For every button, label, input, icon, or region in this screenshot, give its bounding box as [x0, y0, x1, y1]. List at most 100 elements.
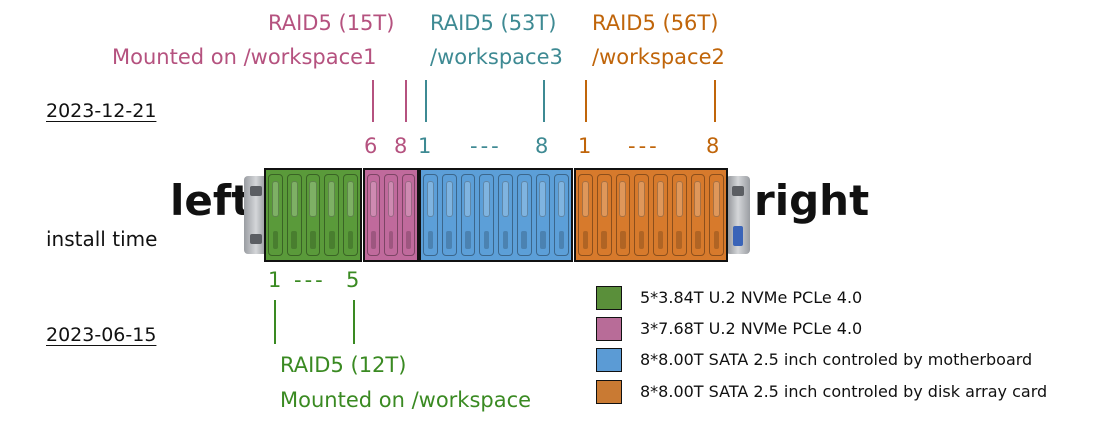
drive-handle [370, 181, 377, 217]
orange-drive-slot [615, 174, 631, 256]
green-drive-slot [268, 174, 283, 256]
drive-latch [347, 231, 354, 249]
drive-latch [502, 231, 509, 249]
bay-group-blue [419, 168, 573, 262]
orange-num-end: 8 [706, 134, 720, 158]
drive-handle [483, 181, 491, 217]
drive-latch [601, 231, 607, 249]
drive-latch [291, 231, 298, 249]
orange-drive-slot [653, 174, 668, 256]
green-drive-slot [324, 174, 340, 256]
pink-drive-slot [401, 174, 415, 256]
drive-latch [558, 231, 565, 249]
raid-teal-title: RAID5 (53T) [430, 11, 557, 35]
raid-orange-title: RAID5 (56T) [592, 11, 719, 35]
raid-pink-subtitle: Mounted on /workspace1 [112, 45, 377, 69]
pink-drive-slot [384, 174, 398, 256]
drive-latch [310, 231, 316, 249]
pink-num-end: 8 [394, 134, 408, 158]
green-drive-slot [305, 174, 321, 256]
drive-latch [521, 231, 527, 249]
drive-latch [483, 231, 490, 249]
drive-handle [694, 181, 702, 217]
blue-drive-slot [423, 174, 438, 256]
drive-latch [272, 231, 279, 249]
drive-latch [427, 231, 434, 249]
drive-handle [328, 181, 336, 217]
bay-group-orange [574, 168, 728, 262]
legend-text-blue: 8*8.00T SATA 2.5 inch controled by mothe… [640, 350, 1033, 369]
green-num-start: 1 [268, 268, 282, 292]
date-bottom: 2023-06-15 [46, 324, 157, 346]
drive-handle [445, 181, 453, 217]
drive-latch [446, 231, 452, 249]
right-rack-ear [726, 176, 750, 254]
legend-swatch-orange [596, 380, 622, 404]
teal-num-end: 8 [535, 134, 549, 158]
drive-latch [371, 231, 377, 249]
green-drive-slot [286, 174, 302, 256]
pink-drive-slot [367, 174, 381, 256]
raid-teal-subtitle: /workspace3 [430, 45, 563, 69]
drive-handle [387, 181, 395, 217]
orange-drive-slot [671, 174, 687, 256]
legend-text-orange: 8*8.00T SATA 2.5 inch controled by disk … [640, 382, 1048, 401]
legend-swatch-pink [596, 317, 622, 341]
drive-latch [657, 231, 664, 249]
drive-handle [619, 181, 627, 217]
drive-handle [581, 181, 589, 217]
orange-drive-slot [709, 174, 724, 256]
drive-handle [271, 181, 279, 217]
green-connector-5 [353, 300, 355, 344]
drive-latch [328, 231, 335, 249]
raid-green-subtitle: Mounted on /workspace [280, 388, 532, 412]
drive-handle [558, 181, 566, 217]
blue-drive-slot [498, 174, 513, 256]
drive-handle [638, 181, 646, 217]
right-label: right [754, 176, 870, 225]
bay-group-pink [363, 168, 419, 262]
drive-latch [676, 231, 682, 249]
green-drive-slot [343, 174, 358, 256]
orange-drive-slot [578, 174, 593, 256]
orange-drive-slot [690, 174, 706, 256]
drive-handle [405, 181, 412, 217]
drive-latch [405, 231, 411, 249]
drive-latch [620, 231, 626, 249]
teal-num-dash: --- [470, 134, 502, 158]
blue-drive-slot [479, 174, 494, 256]
drive-handle [539, 181, 547, 217]
pink-num-start: 6 [364, 134, 378, 158]
orange-drive-slot [634, 174, 649, 256]
teal-num-start: 1 [418, 134, 432, 158]
drive-latch [713, 231, 720, 249]
legend-swatch-green [596, 286, 622, 310]
teal-connector-1 [425, 80, 427, 122]
drive-handle [675, 181, 683, 217]
orange-num-dash: --- [628, 134, 660, 158]
bay-group-green [264, 168, 362, 262]
blue-drive-slot [535, 174, 551, 256]
blue-drive-slot [554, 174, 569, 256]
drive-latch [465, 231, 471, 249]
pink-connector-6 [372, 80, 374, 122]
drive-handle [520, 181, 528, 217]
legend-swatch-blue [596, 348, 622, 372]
legend-text-pink: 3*7.68T U.2 NVMe PCLe 4.0 [640, 319, 863, 338]
orange-connector-1 [585, 80, 587, 122]
drive-handle [501, 181, 509, 217]
raid-orange-subtitle: /workspace2 [592, 45, 725, 69]
blue-drive-slot [516, 174, 532, 256]
raid-green-title: RAID5 (12T) [280, 353, 407, 377]
drive-handle [464, 181, 472, 217]
drive-handle [347, 181, 355, 217]
drive-latch [388, 231, 394, 249]
teal-connector-8 [543, 80, 545, 122]
orange-num-start: 1 [578, 134, 592, 158]
green-connector-1 [274, 300, 276, 344]
drive-latch [582, 231, 589, 249]
drive-latch [638, 231, 645, 249]
left-label: left [170, 176, 252, 225]
drive-latch [540, 231, 546, 249]
pink-connector-8 [405, 80, 407, 122]
